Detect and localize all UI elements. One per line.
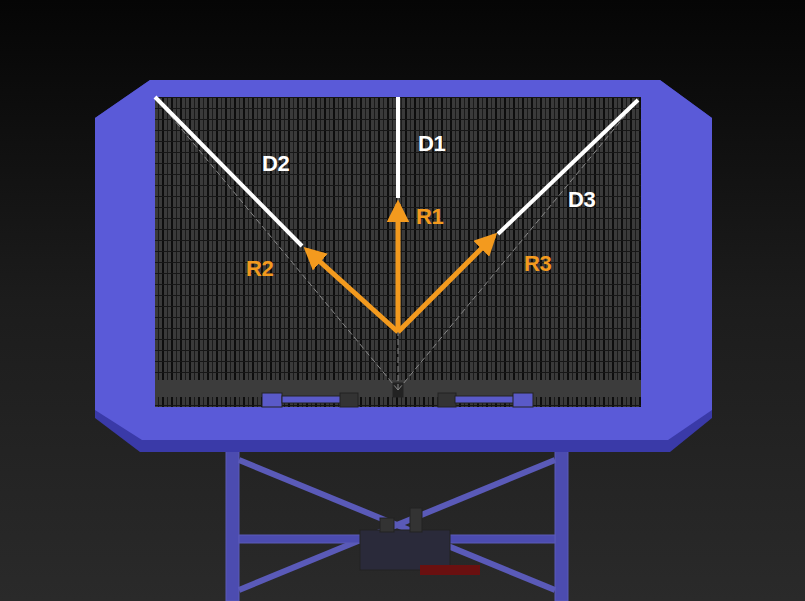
dimension-label: D1	[418, 132, 445, 156]
led-screen	[155, 97, 641, 407]
stand	[226, 448, 568, 601]
guide-lines	[155, 97, 638, 390]
vector-label: R1	[416, 205, 443, 229]
dimension-label: D2	[262, 152, 289, 176]
frame	[95, 80, 712, 452]
frame-face	[95, 80, 712, 440]
vector-label: R2	[246, 257, 273, 281]
vector-label: R3	[524, 252, 551, 276]
vector-arrows	[307, 204, 494, 332]
dimension-label: D3	[568, 188, 595, 212]
